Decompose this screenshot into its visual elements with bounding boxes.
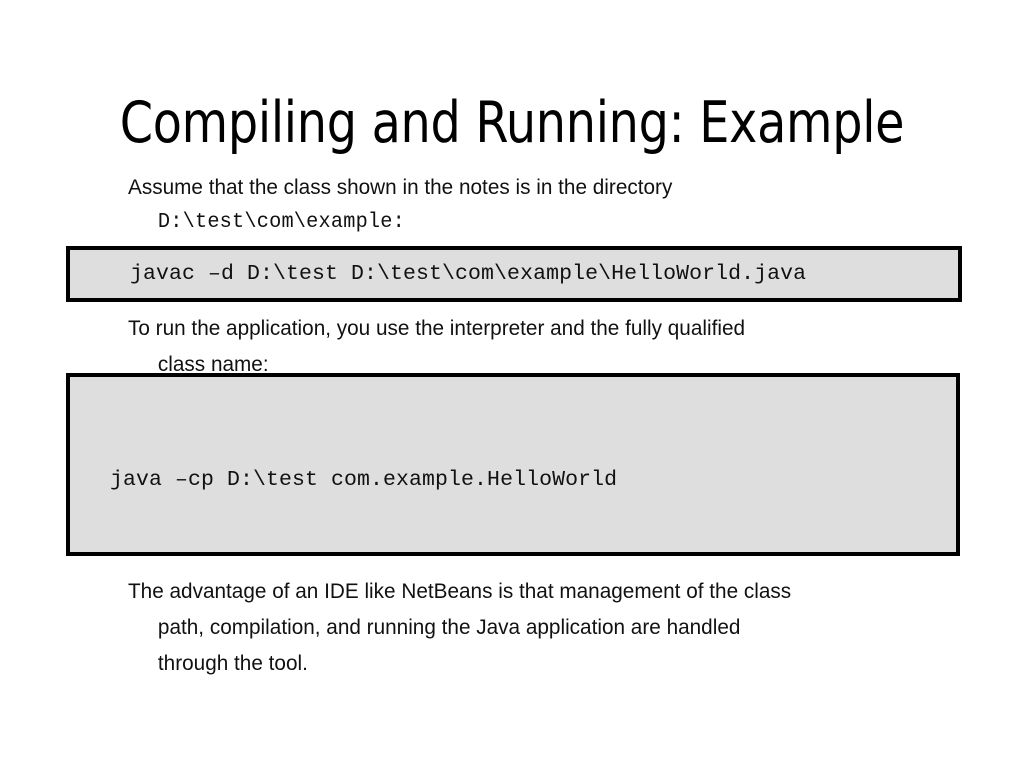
code-block-javac: javac –d D:\test D:\test\com\example\Hel… [66, 246, 962, 302]
paragraph-run-line2: class name: [157, 352, 269, 376]
paragraph-run-application: To run the application, you use the inte… [128, 310, 900, 382]
paragraph-run-line1: To run the application, you use the inte… [128, 316, 746, 340]
code-line-java-run-1: java –cp D:\test com.example.HelloWorld [110, 468, 618, 492]
page-title: Compiling and Running: Example [119, 90, 905, 157]
paragraph-assume-directory: Assume that the class shown in the notes… [128, 169, 900, 241]
paragraph-assume-line1: Assume that the class shown in the notes… [128, 175, 673, 199]
paragraph-ide-line2: path, compilation, and running the Java … [157, 615, 741, 639]
code-block-java-run: java –cp D:\test com.example.HelloWorld … [66, 373, 960, 556]
paragraph-ide-line3: through the tool. [157, 651, 308, 675]
code-line-javac-compile: javac –d D:\test D:\test\com\example\Hel… [130, 261, 807, 286]
paragraph-ide-advantage: The advantage of an IDE like NetBeans is… [128, 573, 900, 681]
directory-path-text: D:\test\com\example: [157, 211, 406, 234]
paragraph-ide-line1: The advantage of an IDE like NetBeans is… [128, 579, 792, 603]
